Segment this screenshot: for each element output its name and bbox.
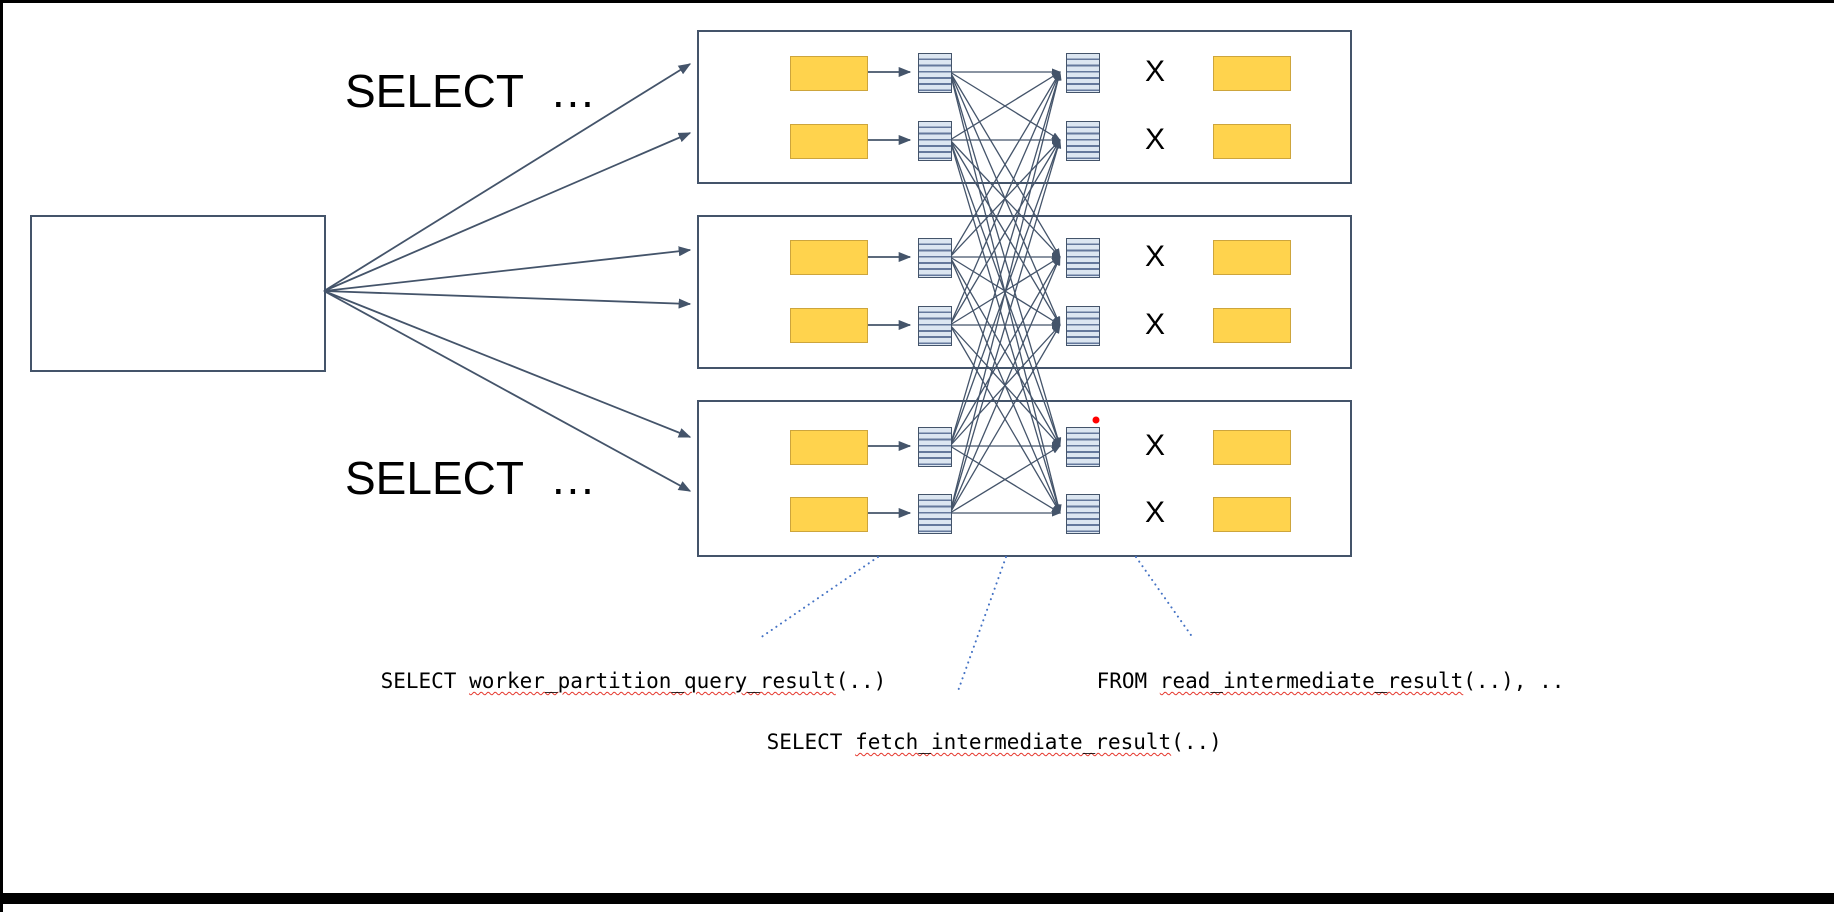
annotation-keyword: SELECT bbox=[766, 730, 856, 754]
source-shard-rect bbox=[790, 240, 868, 275]
source-shard-rect bbox=[790, 430, 868, 465]
x-mark: X bbox=[1144, 240, 1165, 273]
x-mark: X bbox=[1144, 55, 1165, 88]
annotation-function: fetch_intermediate_result bbox=[855, 730, 1172, 754]
annotation-keyword: SELECT bbox=[380, 669, 470, 693]
annotation-args: (..) bbox=[835, 669, 887, 693]
frame-border-top bbox=[0, 0, 1834, 3]
x-mark: X bbox=[1144, 123, 1165, 156]
source-shard-rect bbox=[790, 497, 868, 532]
worker-box-2 bbox=[697, 215, 1352, 369]
partition-file-icon bbox=[918, 238, 952, 278]
target-shard-rect bbox=[1213, 308, 1291, 343]
target-shard-rect bbox=[1213, 56, 1291, 91]
worker-box-3 bbox=[697, 400, 1352, 557]
target-shard-rect bbox=[1213, 497, 1291, 532]
select-query-label-bottom: SELECT … bbox=[345, 452, 596, 504]
merged-file-icon bbox=[1066, 238, 1100, 278]
annotation-partition-query: SELECT worker_partition_query_result(..) bbox=[330, 645, 887, 717]
annotation-fetch: SELECT fetch_intermediate_result(..) bbox=[716, 706, 1222, 778]
coordinator-box bbox=[30, 215, 326, 372]
source-shard-rect bbox=[790, 56, 868, 91]
source-shard-rect bbox=[790, 124, 868, 159]
target-shard-rect bbox=[1213, 240, 1291, 275]
merged-file-icon bbox=[1066, 53, 1100, 93]
partition-file-icon bbox=[918, 53, 952, 93]
merged-file-icon bbox=[1066, 427, 1100, 467]
select-query-label-top: SELECT … bbox=[345, 65, 596, 117]
target-shard-rect bbox=[1213, 124, 1291, 159]
partition-file-icon bbox=[918, 494, 952, 534]
partition-file-icon bbox=[918, 306, 952, 346]
merged-file-icon bbox=[1066, 121, 1100, 161]
partition-file-icon bbox=[918, 121, 952, 161]
source-shard-rect bbox=[790, 308, 868, 343]
x-mark: X bbox=[1144, 429, 1165, 462]
annotation-read: FROM read_intermediate_result(..), .. bbox=[1046, 645, 1565, 717]
fanout-arrows bbox=[323, 63, 692, 492]
merged-file-icon bbox=[1066, 306, 1100, 346]
partition-file-icon bbox=[918, 427, 952, 467]
annotation-function: worker_partition_query_result bbox=[469, 669, 836, 693]
target-shard-rect bbox=[1213, 430, 1291, 465]
annotation-args: (..) bbox=[1171, 730, 1222, 754]
x-mark: X bbox=[1144, 496, 1165, 529]
annotation-keyword: FROM bbox=[1096, 669, 1160, 693]
frame-border-bottom bbox=[0, 893, 1834, 904]
frame-border-left bbox=[0, 0, 3, 912]
annotation-function: read_intermediate_result bbox=[1159, 669, 1464, 693]
worker-box-1 bbox=[697, 30, 1352, 184]
merged-file-icon bbox=[1066, 494, 1100, 534]
x-mark: X bbox=[1144, 308, 1165, 341]
annotation-args: (..), .. bbox=[1463, 669, 1565, 693]
